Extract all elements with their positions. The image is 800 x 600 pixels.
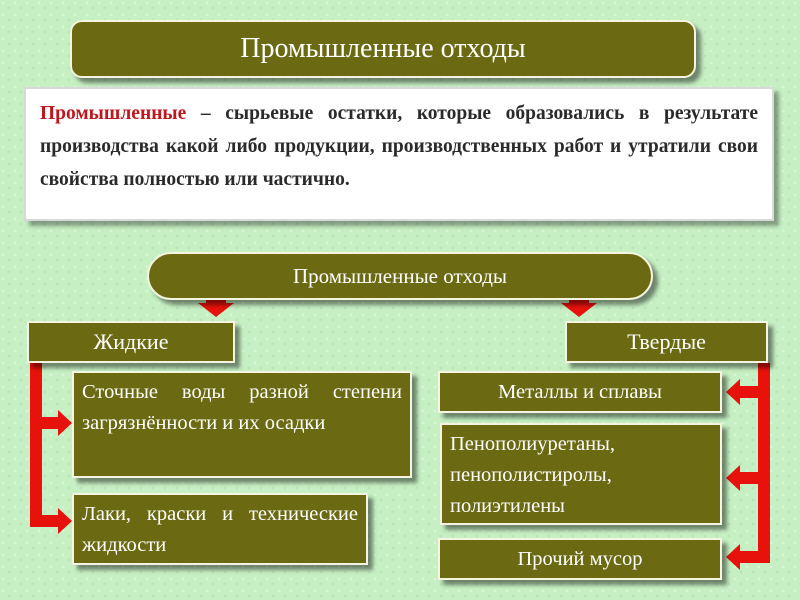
arrow-left-1 — [726, 379, 740, 405]
arrow-right-2 — [58, 508, 72, 534]
bracket-right-h3 — [738, 551, 770, 563]
bracket-left-vertical — [30, 363, 42, 527]
liquid-item-paints: Лаки, краски и технические жидкости — [72, 493, 368, 565]
definition-box: Промышленные – сырьевые остатки, которые… — [24, 87, 774, 221]
bracket-right-h1 — [738, 386, 770, 398]
solid-item-other-waste: Прочий мусор — [438, 538, 722, 580]
solid-item-metals: Металлы и сплавы — [438, 371, 722, 413]
root-node: Промышленные отходы — [147, 252, 653, 300]
arrow-left-3 — [726, 544, 740, 570]
definition-term: Промышленные — [40, 103, 187, 124]
slide-title: Промышленные отходы — [70, 20, 696, 78]
category-solid: Твердые — [565, 321, 768, 363]
category-liquid: Жидкие — [27, 321, 235, 363]
bracket-left-h1 — [30, 417, 60, 429]
liquid-item-wastewater: Сточные воды разной степени загрязнённос… — [72, 371, 412, 478]
arrow-left-2 — [726, 465, 740, 491]
solid-item-polymers: Пенополиуретаны, пенополистиролы, полиэт… — [440, 423, 722, 525]
bracket-right-h2 — [738, 472, 770, 484]
definition-text: – сырьевые остатки, которые образовались… — [40, 103, 758, 190]
arrow-right-1 — [58, 410, 72, 436]
bracket-left-h2 — [30, 515, 60, 527]
bracket-right-vertical — [758, 363, 770, 563]
